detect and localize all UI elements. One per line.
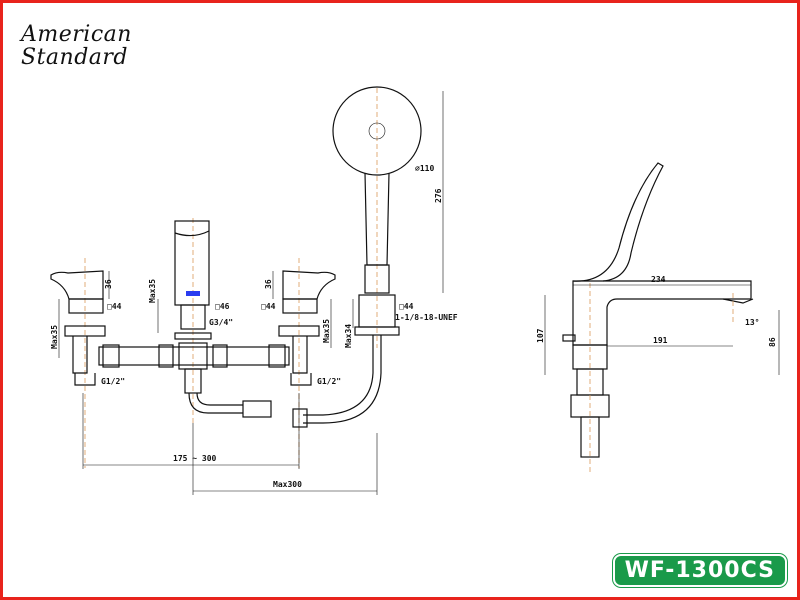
spout [174,218,212,423]
right-handle [278,258,336,468]
dim-right-max-deck: Max35 [322,319,331,343]
dim-handle-spacing: 175 ~ 300 [173,454,217,463]
dim-right-inlet: G1/2" [317,377,341,386]
dim-shower-max-deck: Max34 [344,324,353,348]
hand-shower [292,86,422,428]
dim-side-height: 107 [536,328,545,343]
brand-line-2: Standard [21,45,128,70]
left-handle [50,258,106,468]
dim-left-inlet: G1/2" [101,377,125,386]
connecting-pipe [98,344,290,418]
dim-shower-spacing: Max300 [273,480,302,489]
dim-spout-thread: G3/4" [209,318,233,327]
dim-shower-holder-square: □44 [399,302,414,311]
dim-right-handle-height: 36 [264,279,273,289]
technical-drawing: 36 □44 Max35 Max35 □46 G3/4" 36 □44 Max3… [50,86,780,495]
model-badge: WF-1300CS [612,554,787,587]
dim-side-angle: 13° [745,318,759,327]
dim-left-max-deck: Max35 [50,325,59,349]
dim-left-handle-square: □44 [107,302,122,311]
dim-head-diameter: ⌀110 [415,164,434,173]
brand-line-1: American [21,22,132,47]
brand-mark-icon [186,291,200,296]
dim-shower-thread: 1-1/8-18-UNEF [395,313,458,322]
dim-spout-square: □46 [215,302,230,311]
dimension-lines [58,91,780,495]
dim-spout-max-deck: Max35 [148,279,157,303]
dim-side-spout-height: 86 [768,337,777,347]
dim-shower-height: 276 [434,188,443,203]
dim-right-handle-square: □44 [261,302,276,311]
dim-left-handle-height: 36 [104,279,113,289]
dim-side-reach: 191 [653,336,668,345]
brand-logo: American Standard [21,23,132,69]
side-view [562,162,754,473]
dim-side-length: 234 [651,275,666,284]
